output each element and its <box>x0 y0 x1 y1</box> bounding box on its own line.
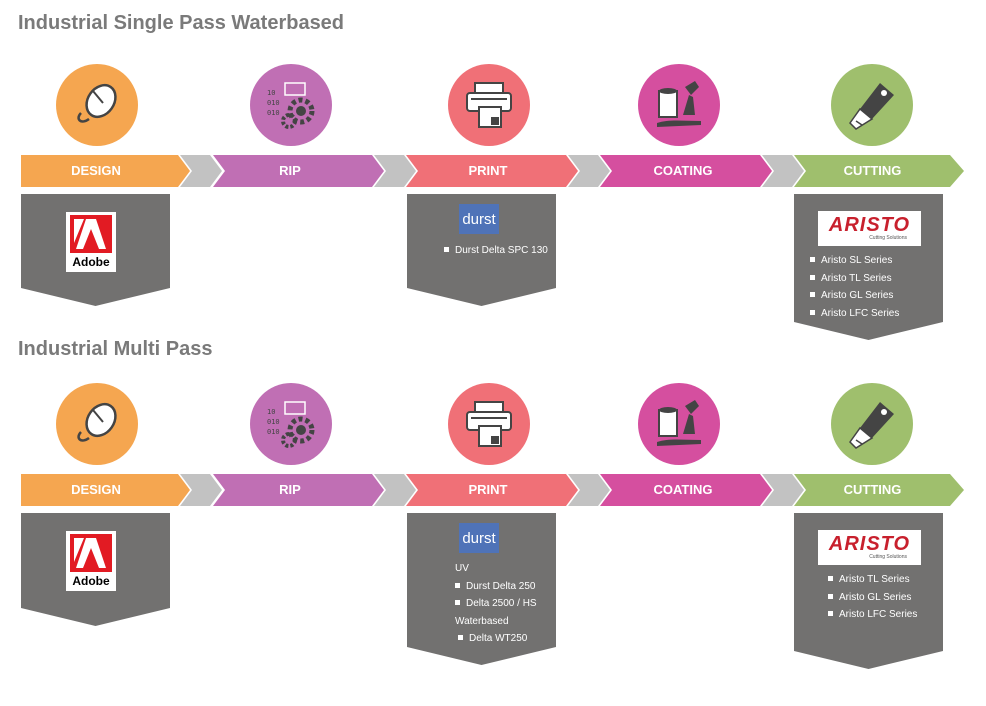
aristo-logo: ARISTO Cutting Solutions <box>818 530 921 565</box>
step-label-coating: COATING <box>653 163 713 178</box>
gears-binary-icon: 10 010 010 <box>267 401 315 448</box>
gears-binary-icon: 10 010 010 <box>267 82 315 129</box>
print-step-icon <box>448 64 530 146</box>
print-product-list: Durst Delta SPC 130 <box>444 242 548 260</box>
section-title: Industrial Single Pass Waterbased <box>18 12 345 34</box>
list-item: Waterbased <box>455 615 509 627</box>
connector-chevron <box>374 474 416 506</box>
print-arrow <box>406 474 578 506</box>
connector-chevron <box>568 474 610 506</box>
svg-text:010: 010 <box>267 99 280 107</box>
cutter-knife-icon <box>849 83 894 130</box>
step-label-print: PRINT <box>468 482 508 497</box>
cutting-product-list: Aristo TL Series Aristo GL Series Aristo… <box>828 571 917 624</box>
list-item: Aristo LFC Series <box>828 606 917 624</box>
cutter-knife-icon <box>849 402 894 449</box>
adobe-logo: Adobe <box>66 531 116 591</box>
connector-chevron <box>374 155 416 187</box>
print-product-list: UV Durst Delta 250 Delta 2500 / HS Water… <box>455 560 537 648</box>
cutting-step-icon <box>831 383 913 465</box>
list-item: Aristo GL Series <box>828 589 917 607</box>
printer-icon <box>466 401 512 447</box>
aristo-tagline: Cutting Solutions <box>869 554 907 560</box>
connector-chevron <box>568 155 610 187</box>
process-arrow-band <box>21 474 964 506</box>
design-box: Adobe <box>21 513 170 626</box>
step-label-design: DESIGN <box>71 163 121 178</box>
connector-chevron <box>180 474 222 506</box>
aristo-wordmark: ARISTO <box>828 214 911 236</box>
adobe-wordmark: Adobe <box>72 574 110 588</box>
list-item: Aristo GL Series <box>810 287 899 305</box>
adobe-mark-icon <box>70 215 112 253</box>
durst-logo: durst <box>459 204 499 234</box>
list-item: Aristo LFC Series <box>810 305 899 323</box>
adobe-wordmark: Adobe <box>72 255 110 269</box>
coating-arrow <box>600 474 772 506</box>
rip-arrow <box>213 155 384 187</box>
print-box: durst Durst Delta SPC 130 <box>407 194 556 306</box>
cutting-step-icon <box>831 64 913 146</box>
step-label-cutting: CUTTING <box>843 482 902 497</box>
connector-chevron <box>762 155 804 187</box>
list-item: Aristo TL Series <box>828 571 917 589</box>
cutting-product-list: Aristo SL Series Aristo TL Series Aristo… <box>810 252 899 322</box>
aristo-logo: ARISTO Cutting Solutions <box>818 211 921 246</box>
connector-chevron <box>762 474 804 506</box>
section-single-pass: Industrial Single Pass Waterbased 10 010… <box>0 0 986 340</box>
paint-can-brush-icon <box>657 81 701 127</box>
cutting-box: ARISTO Cutting Solutions Aristo SL Serie… <box>794 194 943 340</box>
cutting-arrow <box>794 474 964 506</box>
connector-chevron <box>180 155 222 187</box>
step-label-rip: RIP <box>279 482 301 497</box>
list-item: Aristo SL Series <box>810 252 899 270</box>
mouse-icon <box>77 402 117 442</box>
design-step-icon <box>56 383 138 465</box>
design-arrow <box>21 155 190 187</box>
list-item: UV <box>455 563 469 574</box>
design-step-icon <box>56 64 138 146</box>
cutting-arrow <box>794 155 964 187</box>
list-item: Durst Delta SPC 130 <box>444 242 548 260</box>
svg-text:010: 010 <box>267 428 280 436</box>
step-label-cutting: CUTTING <box>843 163 902 178</box>
list-item: Delta WT250 <box>455 630 537 648</box>
design-box: Adobe <box>21 194 170 306</box>
printer-icon <box>466 82 512 128</box>
section-multi-pass: Industrial Multi Pass 10 010 010 <box>0 326 986 666</box>
aristo-wordmark: ARISTO <box>828 533 911 555</box>
aristo-tagline: Cutting Solutions <box>869 235 907 241</box>
svg-text:010: 010 <box>267 109 280 117</box>
cutting-box: ARISTO Cutting Solutions Aristo TL Serie… <box>794 513 943 669</box>
adobe-logo: Adobe <box>66 212 116 272</box>
print-arrow <box>406 155 578 187</box>
rip-arrow <box>213 474 384 506</box>
svg-text:010: 010 <box>267 418 280 426</box>
section-title: Industrial Multi Pass <box>18 338 213 360</box>
coating-step-icon <box>638 64 720 146</box>
step-label-coating: COATING <box>653 482 713 497</box>
list-item: Durst Delta 250 <box>455 578 537 596</box>
print-step-icon <box>448 383 530 465</box>
coating-step-icon <box>638 383 720 465</box>
step-label-print: PRINT <box>468 163 508 178</box>
step-label-rip: RIP <box>279 163 301 178</box>
rip-step-icon: 10 010 010 <box>250 64 332 146</box>
rip-step-icon: 10 010 010 <box>250 383 332 465</box>
list-item: Aristo TL Series <box>810 270 899 288</box>
paint-can-brush-icon <box>657 400 701 446</box>
list-item: Delta 2500 / HS <box>455 595 537 613</box>
design-arrow <box>21 474 190 506</box>
adobe-mark-icon <box>70 534 112 572</box>
coating-arrow <box>600 155 772 187</box>
step-label-design: DESIGN <box>71 482 121 497</box>
svg-text:10: 10 <box>267 408 275 416</box>
print-box: durst UV Durst Delta 250 Delta 2500 / HS… <box>407 513 556 665</box>
mouse-icon <box>77 83 117 123</box>
svg-text:10: 10 <box>267 89 275 97</box>
durst-logo: durst <box>459 523 499 553</box>
process-arrow-band <box>21 155 964 187</box>
